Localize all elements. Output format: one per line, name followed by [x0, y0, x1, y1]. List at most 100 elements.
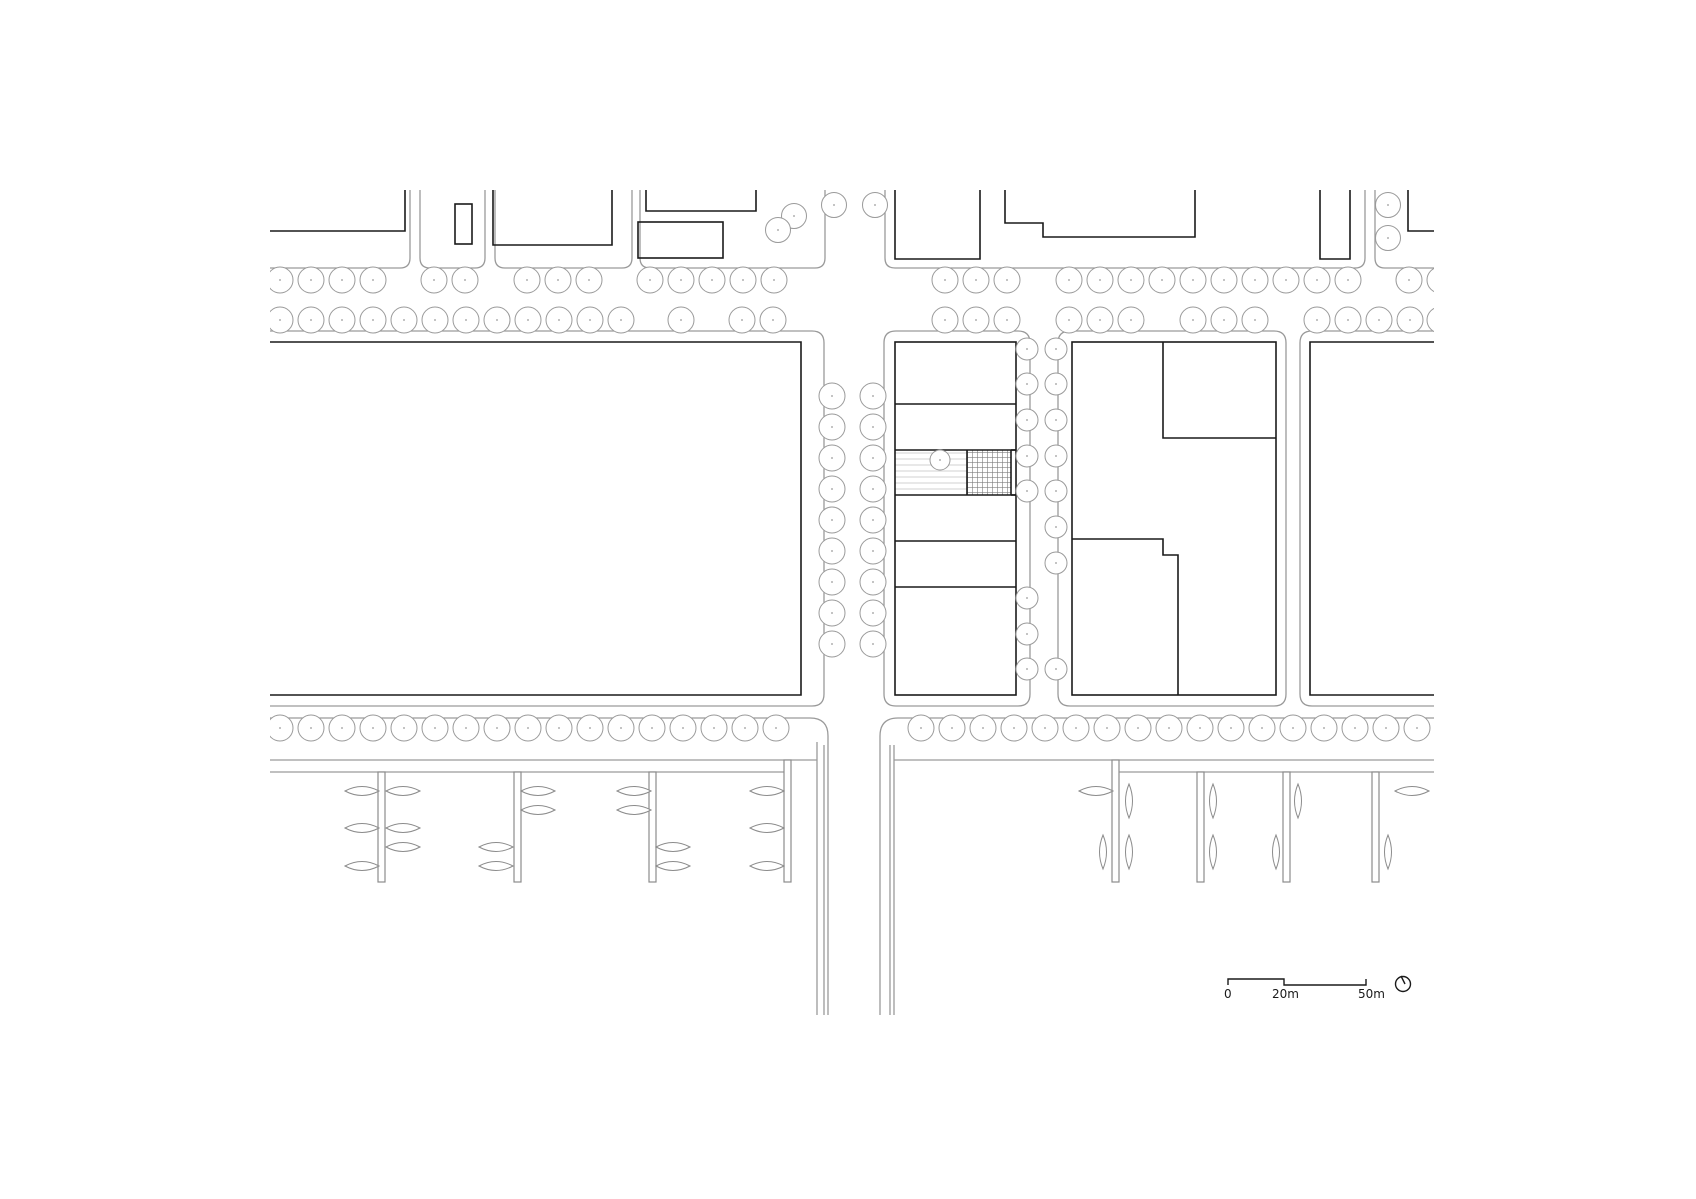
tree-center-dot — [1316, 279, 1318, 281]
tree-icon — [1426, 267, 1434, 293]
tree-center-dot — [1223, 279, 1225, 281]
tree-center-dot — [620, 319, 622, 321]
tree-center-dot — [1199, 727, 1201, 729]
tree-center-dot — [1192, 319, 1194, 321]
tree-center-dot — [433, 279, 435, 281]
tree-center-dot — [831, 581, 833, 583]
tree-center-dot — [831, 643, 833, 645]
tree-center-dot — [403, 727, 405, 729]
tree-center-dot — [1055, 668, 1057, 670]
tree-center-dot — [793, 215, 795, 217]
tree-center-dot — [1230, 727, 1232, 729]
tree-center-dot — [588, 279, 590, 281]
boat-icon — [343, 861, 381, 871]
tree-center-dot — [872, 426, 874, 428]
tree-center-dot — [434, 727, 436, 729]
terrace-building-row — [894, 341, 1017, 696]
tree-center-dot — [874, 204, 876, 206]
tree-center-dot — [1068, 319, 1070, 321]
tree-center-dot — [526, 279, 528, 281]
tree-center-dot — [649, 279, 651, 281]
tree-center-dot — [1026, 490, 1028, 492]
tree-center-dot — [341, 727, 343, 729]
tree-center-dot — [1055, 348, 1057, 350]
tree-center-dot — [1130, 279, 1132, 281]
tree-center-dot — [680, 319, 682, 321]
tree-center-dot — [279, 279, 281, 281]
tree-center-dot — [465, 319, 467, 321]
tree-center-dot — [496, 319, 498, 321]
tree-center-dot — [1026, 597, 1028, 599]
north-arrow-icon — [1394, 975, 1412, 993]
tree-center-dot — [589, 727, 591, 729]
tree-center-dot — [1261, 727, 1263, 729]
boat-icon — [519, 805, 557, 815]
tree-center-dot — [777, 229, 779, 231]
scale-bar: 0 20m 50m — [1224, 978, 1385, 1001]
middle-block-curbs — [270, 330, 1434, 707]
boat-icon — [1294, 782, 1302, 820]
boat-icon — [1125, 833, 1133, 871]
tree-center-dot — [872, 581, 874, 583]
boat-icon — [654, 861, 692, 871]
tree-center-dot — [1075, 727, 1077, 729]
tree-center-dot — [1130, 319, 1132, 321]
tree-icon — [1426, 307, 1434, 333]
tree-center-dot — [1408, 279, 1410, 281]
tree-center-dot — [831, 488, 833, 490]
tree-center-dot — [279, 727, 281, 729]
tree-center-dot — [773, 279, 775, 281]
tree-center-dot — [713, 727, 715, 729]
tree-center-dot — [951, 727, 953, 729]
tree-icon — [270, 714, 294, 742]
tree-center-dot — [872, 457, 874, 459]
boat-icon — [1077, 786, 1115, 796]
boat-icon — [477, 842, 515, 852]
tree-center-dot — [831, 519, 833, 521]
tree-center-dot — [872, 643, 874, 645]
tree-center-dot — [1137, 727, 1139, 729]
tree-center-dot — [372, 319, 374, 321]
boat-icon — [343, 786, 381, 796]
piers — [377, 759, 1380, 883]
boat-icon — [1393, 786, 1431, 796]
boat-icon — [477, 861, 515, 871]
tree-center-dot — [341, 319, 343, 321]
tree-center-dot — [310, 727, 312, 729]
boat-icon — [615, 786, 653, 796]
tree-center-dot — [1387, 204, 1389, 206]
tree-center-dot — [1068, 279, 1070, 281]
tree-center-dot — [1013, 727, 1015, 729]
tree-center-dot — [1026, 383, 1028, 385]
boat-icon — [384, 842, 422, 852]
tree-center-dot — [434, 319, 436, 321]
tree-center-dot — [1387, 237, 1389, 239]
tree-center-dot — [1106, 727, 1108, 729]
tree-center-dot — [744, 727, 746, 729]
boat-icon — [1209, 782, 1217, 820]
tree-center-dot — [1316, 319, 1318, 321]
tree-center-dot — [1292, 727, 1294, 729]
east-block-buildings — [1071, 341, 1434, 696]
tree-center-dot — [1099, 319, 1101, 321]
tree-center-dot — [1055, 526, 1057, 528]
tree-center-dot — [1439, 319, 1441, 321]
tree-center-dot — [1026, 633, 1028, 635]
tree-center-dot — [982, 727, 984, 729]
boat-icon — [748, 786, 786, 796]
boat-icon — [1099, 833, 1107, 871]
tree-icon — [270, 306, 294, 334]
tree-center-dot — [872, 488, 874, 490]
tree-center-dot — [1354, 727, 1356, 729]
tree-center-dot — [1378, 319, 1380, 321]
tree-center-dot — [975, 279, 977, 281]
tree-center-dot — [496, 727, 498, 729]
tree-center-dot — [872, 519, 874, 521]
boat-icon — [384, 786, 422, 796]
boat-icon — [1209, 833, 1217, 871]
tree-center-dot — [1006, 279, 1008, 281]
tree-center-dot — [1347, 319, 1349, 321]
tree-center-dot — [464, 279, 466, 281]
tree-center-dot — [1254, 279, 1256, 281]
